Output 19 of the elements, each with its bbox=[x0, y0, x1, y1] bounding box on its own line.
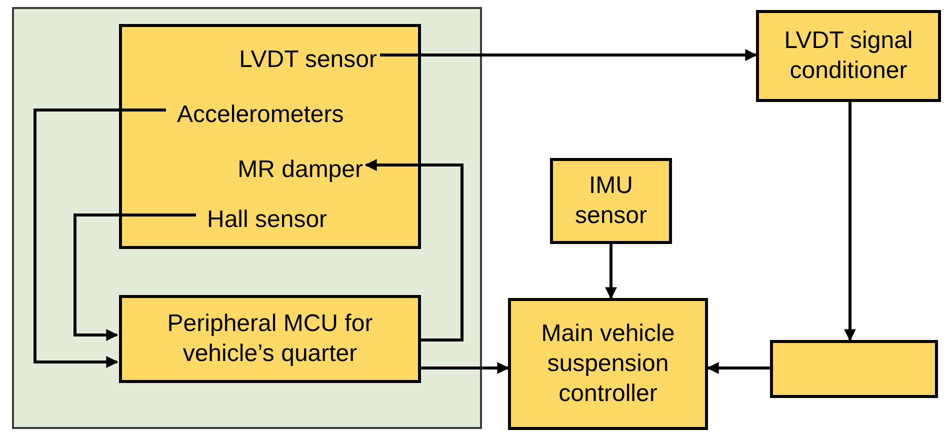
arrow bbox=[364, 159, 464, 342]
arrow bbox=[74, 214, 196, 341]
group-panel bbox=[12, 7, 482, 429]
process-box: LVDT signal conditioner bbox=[756, 10, 941, 102]
process-box bbox=[770, 340, 938, 398]
arrow bbox=[844, 102, 856, 342]
signal-label: MR damper bbox=[193, 155, 371, 185]
process-box: IMU sensor bbox=[550, 158, 672, 244]
arrow bbox=[34, 108, 166, 368]
signal-label: Accelerometers bbox=[171, 100, 403, 130]
process-box bbox=[119, 24, 421, 249]
process-box: Peripheral MCU for vehicle’s quarter bbox=[119, 295, 421, 383]
arrow bbox=[380, 49, 758, 61]
arrow bbox=[419, 362, 510, 374]
signal-label: Hall sensor bbox=[201, 205, 371, 235]
process-box: Main vehicle suspension controller bbox=[508, 298, 708, 430]
arrow bbox=[605, 244, 617, 300]
signal-label: LVDT sensor bbox=[175, 45, 385, 75]
arrow bbox=[706, 362, 770, 374]
